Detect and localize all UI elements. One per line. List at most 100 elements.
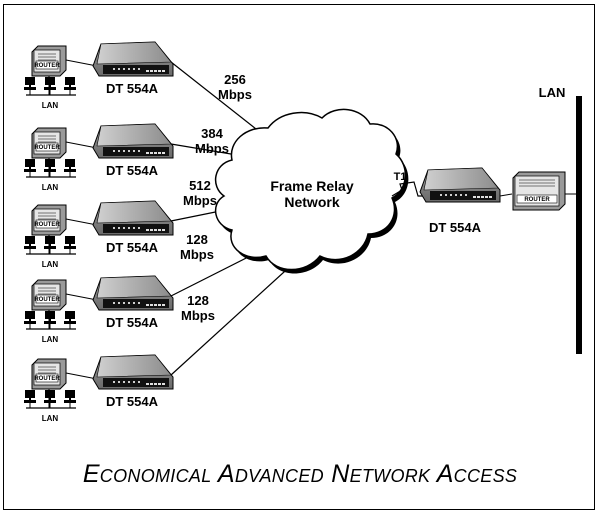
- computer-base: [64, 169, 76, 172]
- modem-led: [128, 302, 130, 304]
- speed-unit-5: Mbps: [181, 308, 215, 323]
- router-label-plate: [35, 142, 59, 152]
- router-label: ROUTER: [524, 197, 550, 203]
- lan-computer: [24, 159, 36, 177]
- computer-base: [64, 246, 76, 249]
- computer-neck: [69, 244, 71, 246]
- computer-neck: [69, 319, 71, 321]
- modem-led: [133, 150, 135, 152]
- computer-monitor: [65, 236, 75, 244]
- serial-link: [65, 218, 98, 226]
- computer-base: [24, 169, 36, 172]
- lan-label-4: LAN: [42, 335, 59, 344]
- cloud-body: [214, 108, 406, 271]
- speed-unit-1: Mbps: [218, 87, 252, 102]
- modem-led: [465, 194, 467, 196]
- caption-ccess: CCESS: [453, 466, 518, 486]
- modem-led: [133, 227, 135, 229]
- serial-link: [65, 59, 98, 67]
- modem-port: [481, 196, 484, 198]
- lan-computer: [64, 159, 76, 177]
- computer-monitor: [45, 390, 55, 398]
- modem-port: [154, 70, 157, 72]
- computer-base: [64, 321, 76, 324]
- modem-led: [450, 194, 452, 196]
- lan-computer: [24, 311, 36, 329]
- computer-neck: [49, 398, 51, 400]
- modem-port: [150, 152, 153, 154]
- modem-port: [158, 70, 161, 72]
- computer-neck: [49, 85, 51, 87]
- computer-monitor: [25, 311, 35, 319]
- lan-computer: [24, 236, 36, 254]
- modem-port: [158, 229, 161, 231]
- modem-top: [423, 167, 499, 191]
- t1-link: [391, 181, 426, 197]
- modem-site-4: [92, 275, 174, 311]
- computer-monitor: [25, 390, 35, 398]
- lan-computer: [44, 236, 56, 254]
- modem-led: [123, 302, 125, 304]
- modem-led: [118, 68, 120, 70]
- modem-port: [158, 304, 161, 306]
- modem-port: [150, 383, 153, 385]
- lan-label-3: LAN: [42, 260, 59, 269]
- modem-led: [118, 381, 120, 383]
- t1-label: T1: [394, 171, 407, 183]
- lan-computer: [64, 311, 76, 329]
- modem-led: [138, 150, 140, 152]
- modem-led: [460, 194, 462, 196]
- modem-port: [146, 304, 149, 306]
- modem-port: [146, 383, 149, 385]
- modem-led: [118, 227, 120, 229]
- device-label-4: DT 554A: [106, 315, 159, 330]
- modem-site-2: [92, 123, 174, 159]
- modem-faceplate: [103, 147, 169, 156]
- computer-neck: [49, 244, 51, 246]
- modem-led: [133, 302, 135, 304]
- modem-led: [113, 381, 115, 383]
- caption-n: N: [331, 460, 350, 488]
- modem-port: [146, 70, 149, 72]
- modem-faceplate: [103, 299, 169, 308]
- computer-base: [64, 87, 76, 90]
- computer-neck: [29, 85, 31, 87]
- router-label-plate: [516, 194, 558, 204]
- serial-link-hq: [499, 193, 513, 197]
- computer-neck: [69, 167, 71, 169]
- device-label-hq: DT 554A: [429, 220, 482, 235]
- modem-top: [96, 275, 172, 299]
- modem-faceplate: [430, 191, 496, 200]
- caption-dvanced: DVANCED: [234, 466, 324, 486]
- modem-site-1: [92, 41, 174, 77]
- modem-led: [138, 227, 140, 229]
- modem-port: [154, 152, 157, 154]
- lan-computer: [44, 77, 56, 95]
- modem-top: [96, 123, 172, 147]
- speed-value-3: 512: [189, 178, 211, 193]
- modem-led: [138, 302, 140, 304]
- modem-led: [118, 150, 120, 152]
- modem-led: [113, 302, 115, 304]
- cloud-label-line2: Network: [284, 194, 339, 210]
- modem-port: [162, 383, 165, 385]
- router-label-plate: [35, 219, 59, 229]
- modem-led: [123, 150, 125, 152]
- modem-led: [128, 227, 130, 229]
- router-label: ROUTER: [34, 376, 60, 382]
- computer-base: [44, 321, 56, 324]
- computer-monitor: [65, 159, 75, 167]
- caption-etwork: ETWORK: [349, 466, 431, 486]
- computer-monitor: [45, 77, 55, 85]
- router-site-5: ROUTER: [31, 358, 67, 390]
- diagram-frame: [3, 4, 595, 510]
- lan-label-2: LAN: [42, 183, 59, 192]
- lan-backbone: [576, 96, 582, 354]
- speed-value-1: 256: [224, 72, 246, 87]
- modem-port: [150, 229, 153, 231]
- modem-led: [123, 68, 125, 70]
- speed-unit-3: Mbps: [183, 193, 217, 208]
